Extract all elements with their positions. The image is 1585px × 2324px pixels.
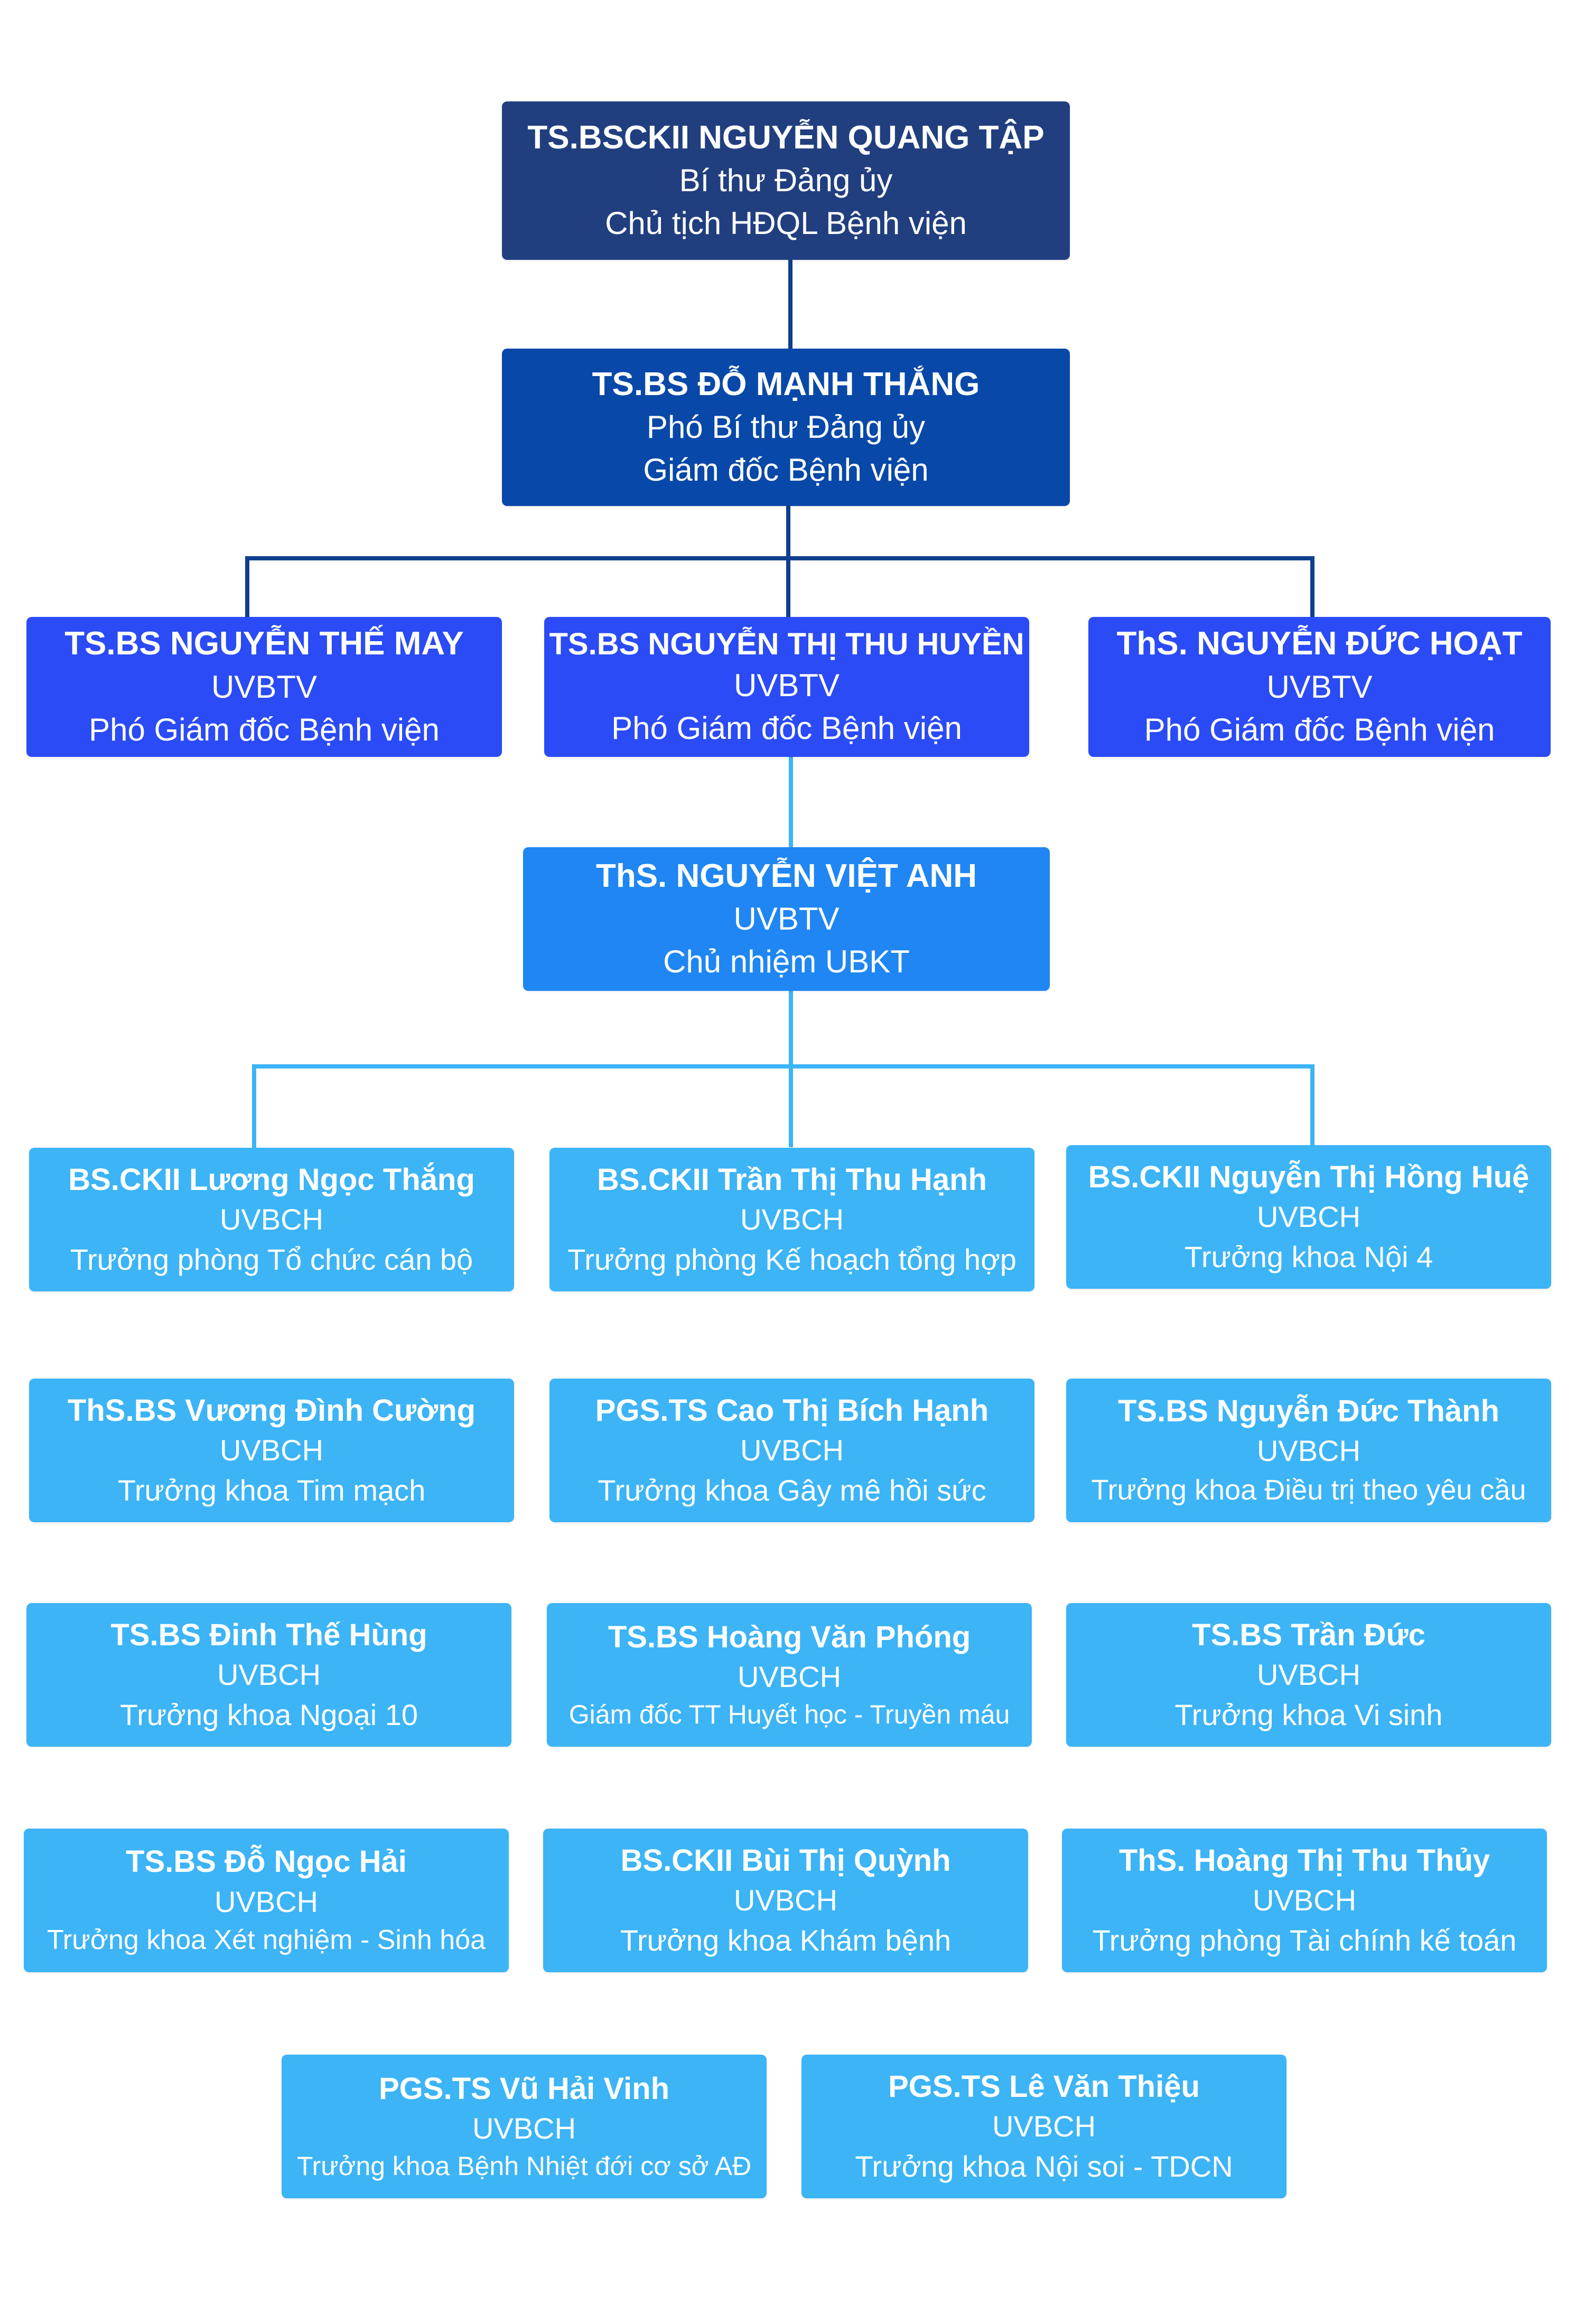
- node-box: PGS.TS Cao Thị Bích Hạnh UVBCH Trưởng kh…: [549, 1379, 1034, 1522]
- node-box: ThS. NGUYỄN VIỆT ANH UVBTV Chủ nhiệm UBK…: [523, 847, 1050, 991]
- node-role: UVBCH: [733, 1883, 838, 1917]
- node-name: BS.CKII Lương Ngọc Thắng: [68, 1162, 475, 1197]
- node-name: PGS.TS Vũ Hải Vinh: [378, 2071, 670, 2106]
- node-role: UVBCH: [740, 1433, 844, 1467]
- node-name: BS.CKII Trần Thị Thu Hạnh: [597, 1162, 987, 1197]
- node-box: PGS.TS Lê Văn Thiệu UVBCH Trưởng khoa Nộ…: [801, 2055, 1286, 2198]
- node-role: UVBCH: [740, 1203, 844, 1236]
- node-role: UVBTV: [1266, 669, 1373, 705]
- connector-line: [1310, 1064, 1314, 1148]
- node-name: ThS. Hoàng Thị Thu Thủy: [1118, 1843, 1490, 1878]
- node-position: Trưởng phòng Tổ chức cán bộ: [70, 1242, 473, 1276]
- node-name: TS.BS NGUYỄN THỊ THU HUYỀN: [549, 626, 1024, 661]
- node-box: ThS. NGUYỄN ĐỨC HOẠT UVBTV Phó Giám đốc …: [1088, 617, 1551, 757]
- node-name: ThS. NGUYỄN ĐỨC HOẠT: [1116, 625, 1523, 662]
- node-name: TS.BS Đinh Thế Hùng: [110, 1617, 427, 1652]
- node-position: Phó Giám đốc Bệnh viện: [1144, 711, 1495, 747]
- node-name: ThS. NGUYỄN VIỆT ANH: [595, 857, 977, 894]
- node-role: UVBCH: [472, 2112, 576, 2145]
- node-name: TS.BS Nguyễn Đức Thành: [1118, 1394, 1499, 1429]
- node-box: ThS. Hoàng Thị Thu Thủy UVBCH Trưởng phò…: [1062, 1829, 1547, 1972]
- node-box: BS.CKII Nguyễn Thị Hồng Huệ UVBCH Trưởng…: [1066, 1145, 1551, 1289]
- node-role: UVBCH: [737, 1660, 842, 1694]
- node-box: BS.CKII Trần Thị Thu Hạnh UVBCH Trưởng p…: [549, 1148, 1034, 1291]
- node-box: BS.CKII Lương Ngọc Thắng UVBCH Trưởng ph…: [29, 1148, 514, 1291]
- connector-line: [788, 260, 792, 349]
- node-box: TS.BS NGUYỄN THẾ MAY UVBTV Phó Giám đốc …: [26, 617, 502, 757]
- node-role: UVBCH: [1256, 1434, 1361, 1468]
- connector-line: [252, 1064, 1314, 1069]
- node-position: Phó Giám đốc Bệnh viện: [89, 711, 440, 747]
- connector-line: [789, 756, 793, 847]
- node-position: Giám đốc Bệnh viện: [643, 452, 929, 488]
- connector-line: [786, 506, 790, 617]
- node-name: ThS.BS Vương Đình Cường: [67, 1393, 476, 1428]
- node-position: Trưởng khoa Vi sinh: [1174, 1698, 1443, 1731]
- node-name: TS.BS NGUYỄN THẾ MAY: [64, 625, 464, 662]
- connector-line: [245, 556, 249, 617]
- node-box: PGS.TS Vũ Hải Vinh UVBCH Trưởng khoa Bện…: [282, 2055, 767, 2198]
- node-position: Chủ nhiệm UBKT: [663, 944, 910, 980]
- node-role: UVBCH: [217, 1658, 321, 1692]
- node-role: UVBCH: [1256, 1658, 1361, 1692]
- connector-line: [245, 556, 1314, 560]
- node-name: TS.BSCKII NGUYỄN QUANG TẬP: [527, 119, 1045, 156]
- node-role: UVBCH: [214, 1885, 319, 1918]
- node-box: TS.BS Đinh Thế Hùng UVBCH Trưởng khoa Ng…: [26, 1603, 511, 1747]
- node-box: TS.BS NGUYỄN THỊ THU HUYỀN UVBTV Phó Giá…: [544, 617, 1029, 757]
- node-name: PGS.TS Lê Văn Thiệu: [888, 2069, 1200, 2104]
- node-role: UVBCH: [219, 1203, 324, 1236]
- node-name: PGS.TS Cao Thị Bích Hạnh: [595, 1393, 989, 1428]
- node-name: TS.BS Hoàng Văn Phóng: [608, 1619, 971, 1654]
- node-box: TS.BS ĐỖ MẠNH THẮNG Phó Bí thư Đảng ủy G…: [502, 349, 1070, 506]
- node-name: BS.CKII Nguyễn Thị Hồng Huệ: [1088, 1159, 1530, 1194]
- node-position: Trưởng phòng Kế hoạch tổng hợp: [567, 1242, 1017, 1276]
- node-role: UVBTV: [733, 901, 840, 937]
- connector-line: [252, 1064, 256, 1148]
- node-role: UVBCH: [1252, 1883, 1357, 1917]
- node-role: UVBTV: [211, 669, 318, 705]
- node-role: UVBTV: [733, 668, 840, 704]
- node-position: Trưởng khoa Xét nghiệm - Sinh hóa: [46, 1925, 486, 1956]
- node-role: UVBCH: [219, 1433, 324, 1467]
- node-name: TS.BS Đỗ Ngọc Hải: [126, 1844, 407, 1879]
- node-box: ThS.BS Vương Đình Cường UVBCH Trưởng kho…: [29, 1379, 514, 1522]
- connector-line: [789, 991, 793, 1147]
- node-position: Phó Giám đốc Bệnh viện: [611, 710, 962, 746]
- node-box: TS.BS Hoàng Văn Phóng UVBCH Giám đốc TT …: [547, 1603, 1032, 1747]
- node-position: Trưởng khoa Ngoại 10: [120, 1698, 418, 1731]
- connector-line: [1310, 556, 1314, 617]
- node-box: TS.BS Đỗ Ngọc Hải UVBCH Trưởng khoa Xét …: [24, 1829, 509, 1972]
- node-box: BS.CKII Bùi Thị Quỳnh UVBCH Trưởng khoa …: [543, 1829, 1028, 1972]
- node-position: Giám đốc TT Huyết học - Truyền máu: [568, 1699, 1010, 1729]
- node-name: TS.BS ĐỖ MẠNH THẮNG: [592, 366, 980, 402]
- node-position: Trưởng khoa Khám bệnh: [620, 1923, 952, 1957]
- node-box: TS.BS Nguyễn Đức Thành UVBCH Trưởng khoa…: [1066, 1379, 1551, 1522]
- node-position: Trưởng khoa Nội 4: [1184, 1240, 1433, 1273]
- node-position: Trưởng khoa Nội soi - TDCN: [855, 2149, 1233, 2183]
- node-position: Trưởng khoa Tim mạch: [117, 1473, 426, 1507]
- node-position: Chủ tịch HĐQL Bệnh viện: [605, 205, 967, 241]
- node-role: UVBCH: [992, 2110, 1096, 2143]
- node-name: TS.BS Trần Đức: [1192, 1617, 1425, 1652]
- node-role: Bí thư Đảng ủy: [679, 163, 893, 199]
- node-role: Phó Bí thư Đảng ủy: [646, 409, 926, 445]
- node-position: Trưởng khoa Gây mê hồi sức: [598, 1473, 986, 1507]
- node-position: Trưởng phòng Tài chính kế toán: [1092, 1923, 1517, 1957]
- node-box: TS.BS Trần Đức UVBCH Trưởng khoa Vi sinh: [1066, 1603, 1551, 1747]
- node-name: BS.CKII Bùi Thị Quỳnh: [620, 1843, 951, 1878]
- node-box: TS.BSCKII NGUYỄN QUANG TẬP Bí thư Đảng ủ…: [502, 101, 1070, 260]
- node-position: Trưởng khoa Bệnh Nhiệt đới cơ sở AĐ: [296, 2151, 752, 2181]
- node-position: Trưởng khoa Điều trị theo yêu cầu: [1091, 1474, 1526, 1506]
- node-role: UVBCH: [1256, 1200, 1361, 1234]
